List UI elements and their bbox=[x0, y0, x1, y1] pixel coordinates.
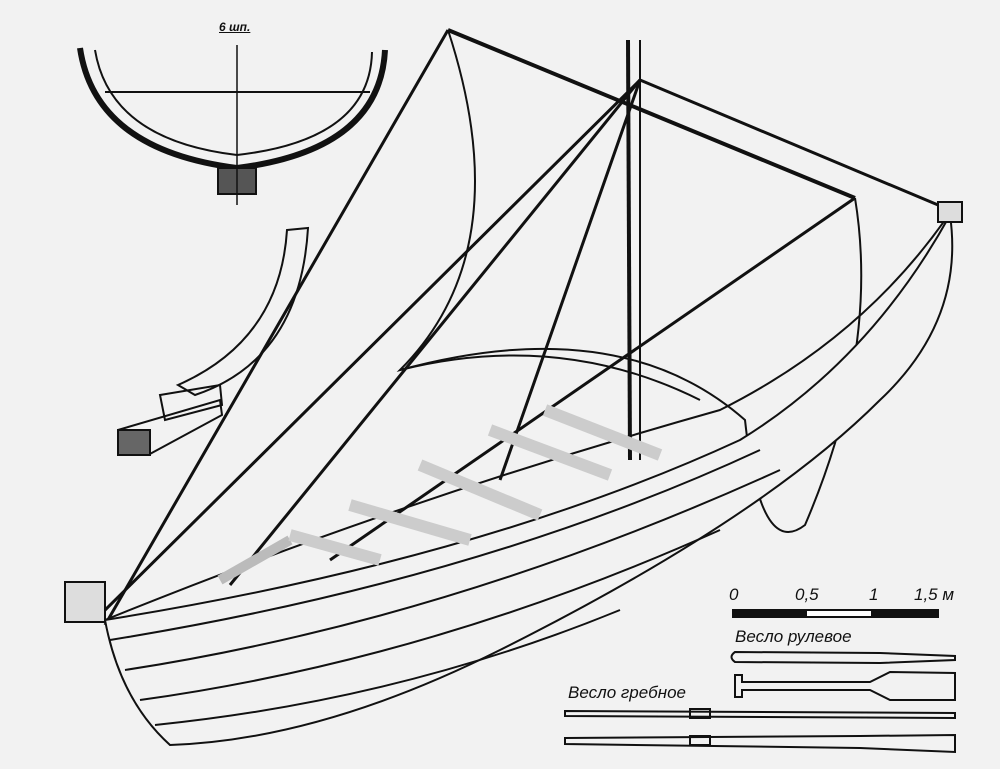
steering-oar bbox=[730, 650, 956, 701]
scale-tick-1: 1 bbox=[869, 585, 879, 604]
rigging bbox=[93, 29, 951, 626]
scale-tick-1-5: 1,5 м bbox=[914, 585, 955, 604]
section-label: 6 шп. bbox=[219, 20, 251, 34]
rowing-oar-label: Весло гребное bbox=[568, 683, 686, 702]
steering-oar-label: Весло рулевое bbox=[735, 627, 852, 646]
hull bbox=[64, 201, 963, 747]
scale-tick-0: 0 bbox=[729, 585, 739, 604]
frame-timber bbox=[117, 226, 310, 456]
thwarts bbox=[217, 404, 663, 585]
scale-bar bbox=[732, 609, 939, 618]
frame-cross-section bbox=[77, 45, 388, 205]
mast bbox=[626, 39, 641, 461]
rowing-oars bbox=[564, 708, 956, 754]
scale-tick-0-5: 0,5 bbox=[795, 585, 819, 604]
